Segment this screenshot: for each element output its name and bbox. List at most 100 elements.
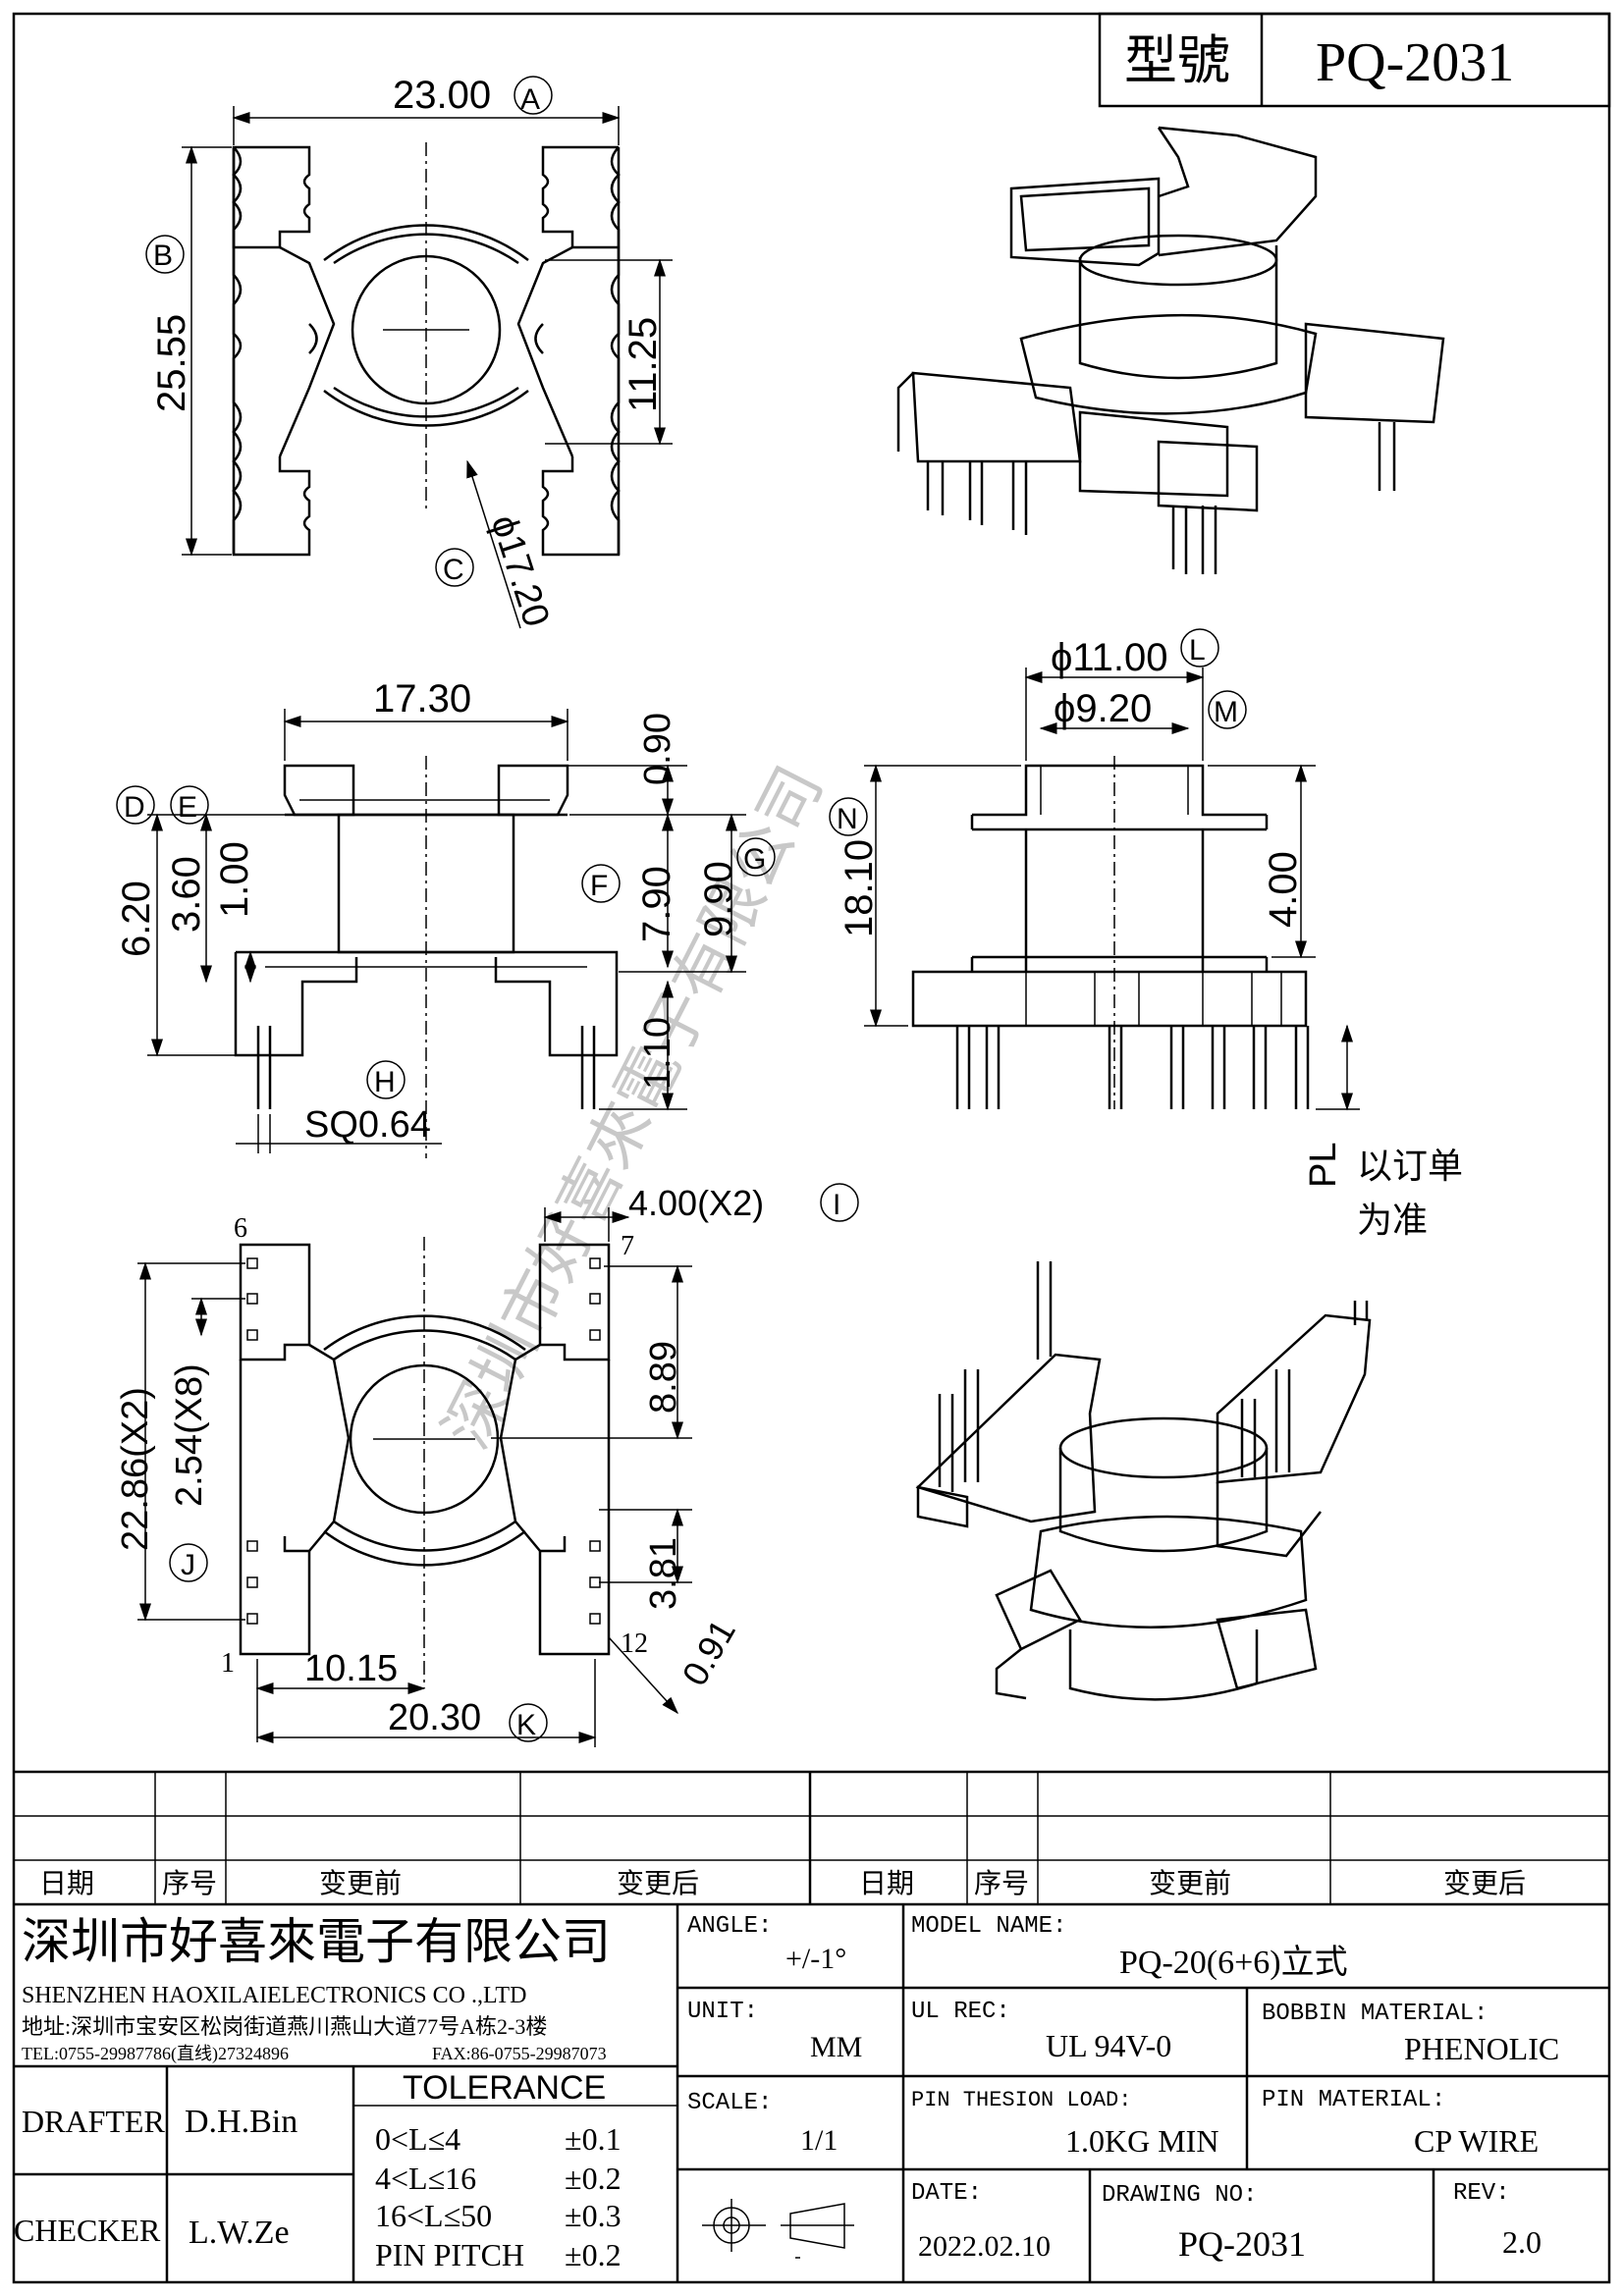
svg-text:M: M [1214, 696, 1238, 728]
pl-note-1: 以订单 [1357, 1147, 1463, 1186]
side-view: 17.30 6.20 3.60 1.00 0.90 7.90 9.90 1.10… [115, 677, 746, 1158]
model-value: PQ-2031 [1316, 32, 1514, 93]
sheet-border [12, 12, 1611, 2284]
dim-sq: SQ0.64 [304, 1104, 431, 1146]
dim-1-10: 1.10 [637, 1017, 678, 1090]
svg-text:D: D [124, 791, 145, 824]
callout-a: A [514, 76, 553, 116]
model-header: 型號 PQ-2031 [1098, 12, 1611, 108]
dim-pl: PL [1303, 1143, 1344, 1188]
svg-text:B: B [153, 240, 173, 272]
dim-0-91: 0.91 [674, 1613, 743, 1692]
angle-value: +/-1° [785, 1943, 846, 1975]
model-name-label: MODEL NAME: [911, 1913, 1066, 1940]
tol-value-0: ±0.1 [565, 2121, 622, 2157]
dim-10-15: 10.15 [304, 1648, 398, 1689]
tol-range-0: 0<L≤4 [375, 2121, 460, 2157]
tol-range-2: 16<L≤50 [375, 2198, 492, 2233]
angle-label: ANGLE: [687, 1913, 772, 1940]
svg-text:A: A [520, 83, 540, 116]
company-fax: FAX:86-0755-29987073 [432, 2044, 607, 2063]
drafter-value: D.H.Bin [185, 2104, 298, 2140]
tol-range-1: 4<L≤16 [375, 2161, 476, 2196]
pin-material-value: CP WIRE [1414, 2123, 1539, 2159]
projection-symbol [702, 2199, 854, 2252]
callout-c: C [435, 548, 474, 587]
svg-text:K: K [516, 1709, 536, 1741]
callout-i: I [820, 1183, 859, 1222]
tol-value-1: ±0.2 [565, 2161, 622, 2196]
bottom-view: 4.00(X2) 6 7 1 12 22.86(X2) 2.54(X8) 8.8… [115, 1183, 764, 1747]
dim-0-90: 0.90 [637, 713, 678, 785]
company-tel: TEL:0755-29987786(直线)27324896 [22, 2044, 289, 2064]
drawing-no-label: DRAWING NO: [1102, 2182, 1257, 2209]
callout-m: M [1208, 690, 1247, 729]
date-label: DATE: [911, 2180, 982, 2207]
date-value: 2022.02.10 [918, 2230, 1051, 2263]
dim-17-30: 17.30 [373, 677, 471, 721]
callout-k: K [509, 1703, 548, 1742]
pin-6: 6 [234, 1213, 247, 1244]
rev-header-before-2: 变更前 [1149, 1868, 1231, 1899]
checker-label: CHECKER [14, 2213, 161, 2248]
callout-f: F [581, 864, 621, 903]
model-label: 型號 [1124, 31, 1230, 90]
dim-x2: 22.86(X2) [115, 1387, 156, 1551]
rev-header-after-1: 变更后 [617, 1868, 699, 1899]
bobbin-label: BOBBIN MATERIAL: [1262, 2001, 1488, 2027]
pin-7: 7 [621, 1231, 634, 1261]
pin-load-value: 1.0KG MIN [1065, 2123, 1218, 2159]
dim-x8: 2.54(X8) [169, 1363, 210, 1507]
dim-n: 18.10 [838, 839, 881, 937]
ul-label: UL REC: [911, 1999, 1010, 2025]
model-name-value: PQ-20(6+6)立式 [1119, 1944, 1348, 1981]
dim-4-00: 4.00 [1262, 851, 1305, 928]
rev-label: REV: [1453, 2180, 1510, 2207]
svg-text:H: H [374, 1066, 396, 1098]
front-view: ϕ11.00 ϕ9.20 18.10 4.00 PL 以订单 为准 [838, 636, 1463, 1240]
ul-value: UL 94V-0 [1046, 2028, 1171, 2063]
dim-a: 23.00 [393, 74, 491, 117]
company-name-en: SHENZHEN HAOXILAIELECTRONICS CO .,LTD [22, 1983, 526, 2008]
dim-g: 9.90 [697, 861, 740, 937]
dim-k: 20.30 [388, 1697, 481, 1738]
dim-d: 6.20 [115, 881, 158, 957]
tol-range-3: PIN PITCH [375, 2237, 524, 2272]
svg-text:G: G [743, 843, 766, 876]
pin-load-label: PIN THESION LOAD: [911, 2088, 1131, 2112]
iso-view-bottom [915, 1261, 1372, 1701]
revision-table: 日期 序号 变更前 变更后 日期 序号 变更前 变更后 [14, 1770, 1609, 1906]
callout-n: N [829, 797, 868, 836]
svg-text:E: E [178, 791, 197, 824]
company-address: 地址:深圳市宝安区松岗街道燕川燕山大道77号A栋2-3楼 [22, 2014, 547, 2039]
dim-11-25: 11.25 [622, 317, 665, 412]
dim-l: ϕ11.00 [1051, 636, 1168, 679]
pin-material-label: PIN MATERIAL: [1262, 2087, 1445, 2113]
dim-b: 25.55 [150, 314, 193, 412]
svg-text:I: I [833, 1189, 840, 1221]
rev-header-after-2: 变更后 [1443, 1868, 1526, 1899]
pl-note-2: 为准 [1357, 1201, 1428, 1240]
rev-header-date-1: 日期 [39, 1869, 94, 1899]
title-block: 深圳市好喜來電子有限公司 SHENZHEN HAOXILAIELECTRONIC… [14, 1904, 1609, 2282]
svg-text:L: L [1189, 634, 1206, 667]
callout-d: D [116, 785, 155, 825]
pin-1: 1 [221, 1648, 235, 1679]
dim-i: 4.00(X2) [628, 1183, 764, 1223]
dim-e: 3.60 [165, 856, 208, 933]
dim-1-00: 1.00 [213, 841, 256, 918]
iso-view-top [896, 126, 1445, 574]
top-view: 23.00 25.55 11.25 ϕ17.20 [150, 74, 673, 631]
pin-12: 12 [621, 1629, 648, 1659]
company-name-cn: 深圳市好喜來電子有限公司 [22, 1914, 611, 1969]
callout-e: E [170, 785, 209, 825]
svg-text:N: N [837, 803, 858, 835]
drawing-no-value: PQ-2031 [1178, 2224, 1306, 2264]
tol-value-2: ±0.3 [565, 2198, 622, 2233]
callout-g: G [736, 837, 776, 877]
tolerance-title: TOLERANCE [403, 2069, 606, 2107]
scale-label: SCALE: [687, 2090, 772, 2116]
scale-value: 1/1 [800, 2124, 838, 2157]
svg-text:J: J [181, 1549, 195, 1581]
callout-h: H [366, 1060, 406, 1099]
